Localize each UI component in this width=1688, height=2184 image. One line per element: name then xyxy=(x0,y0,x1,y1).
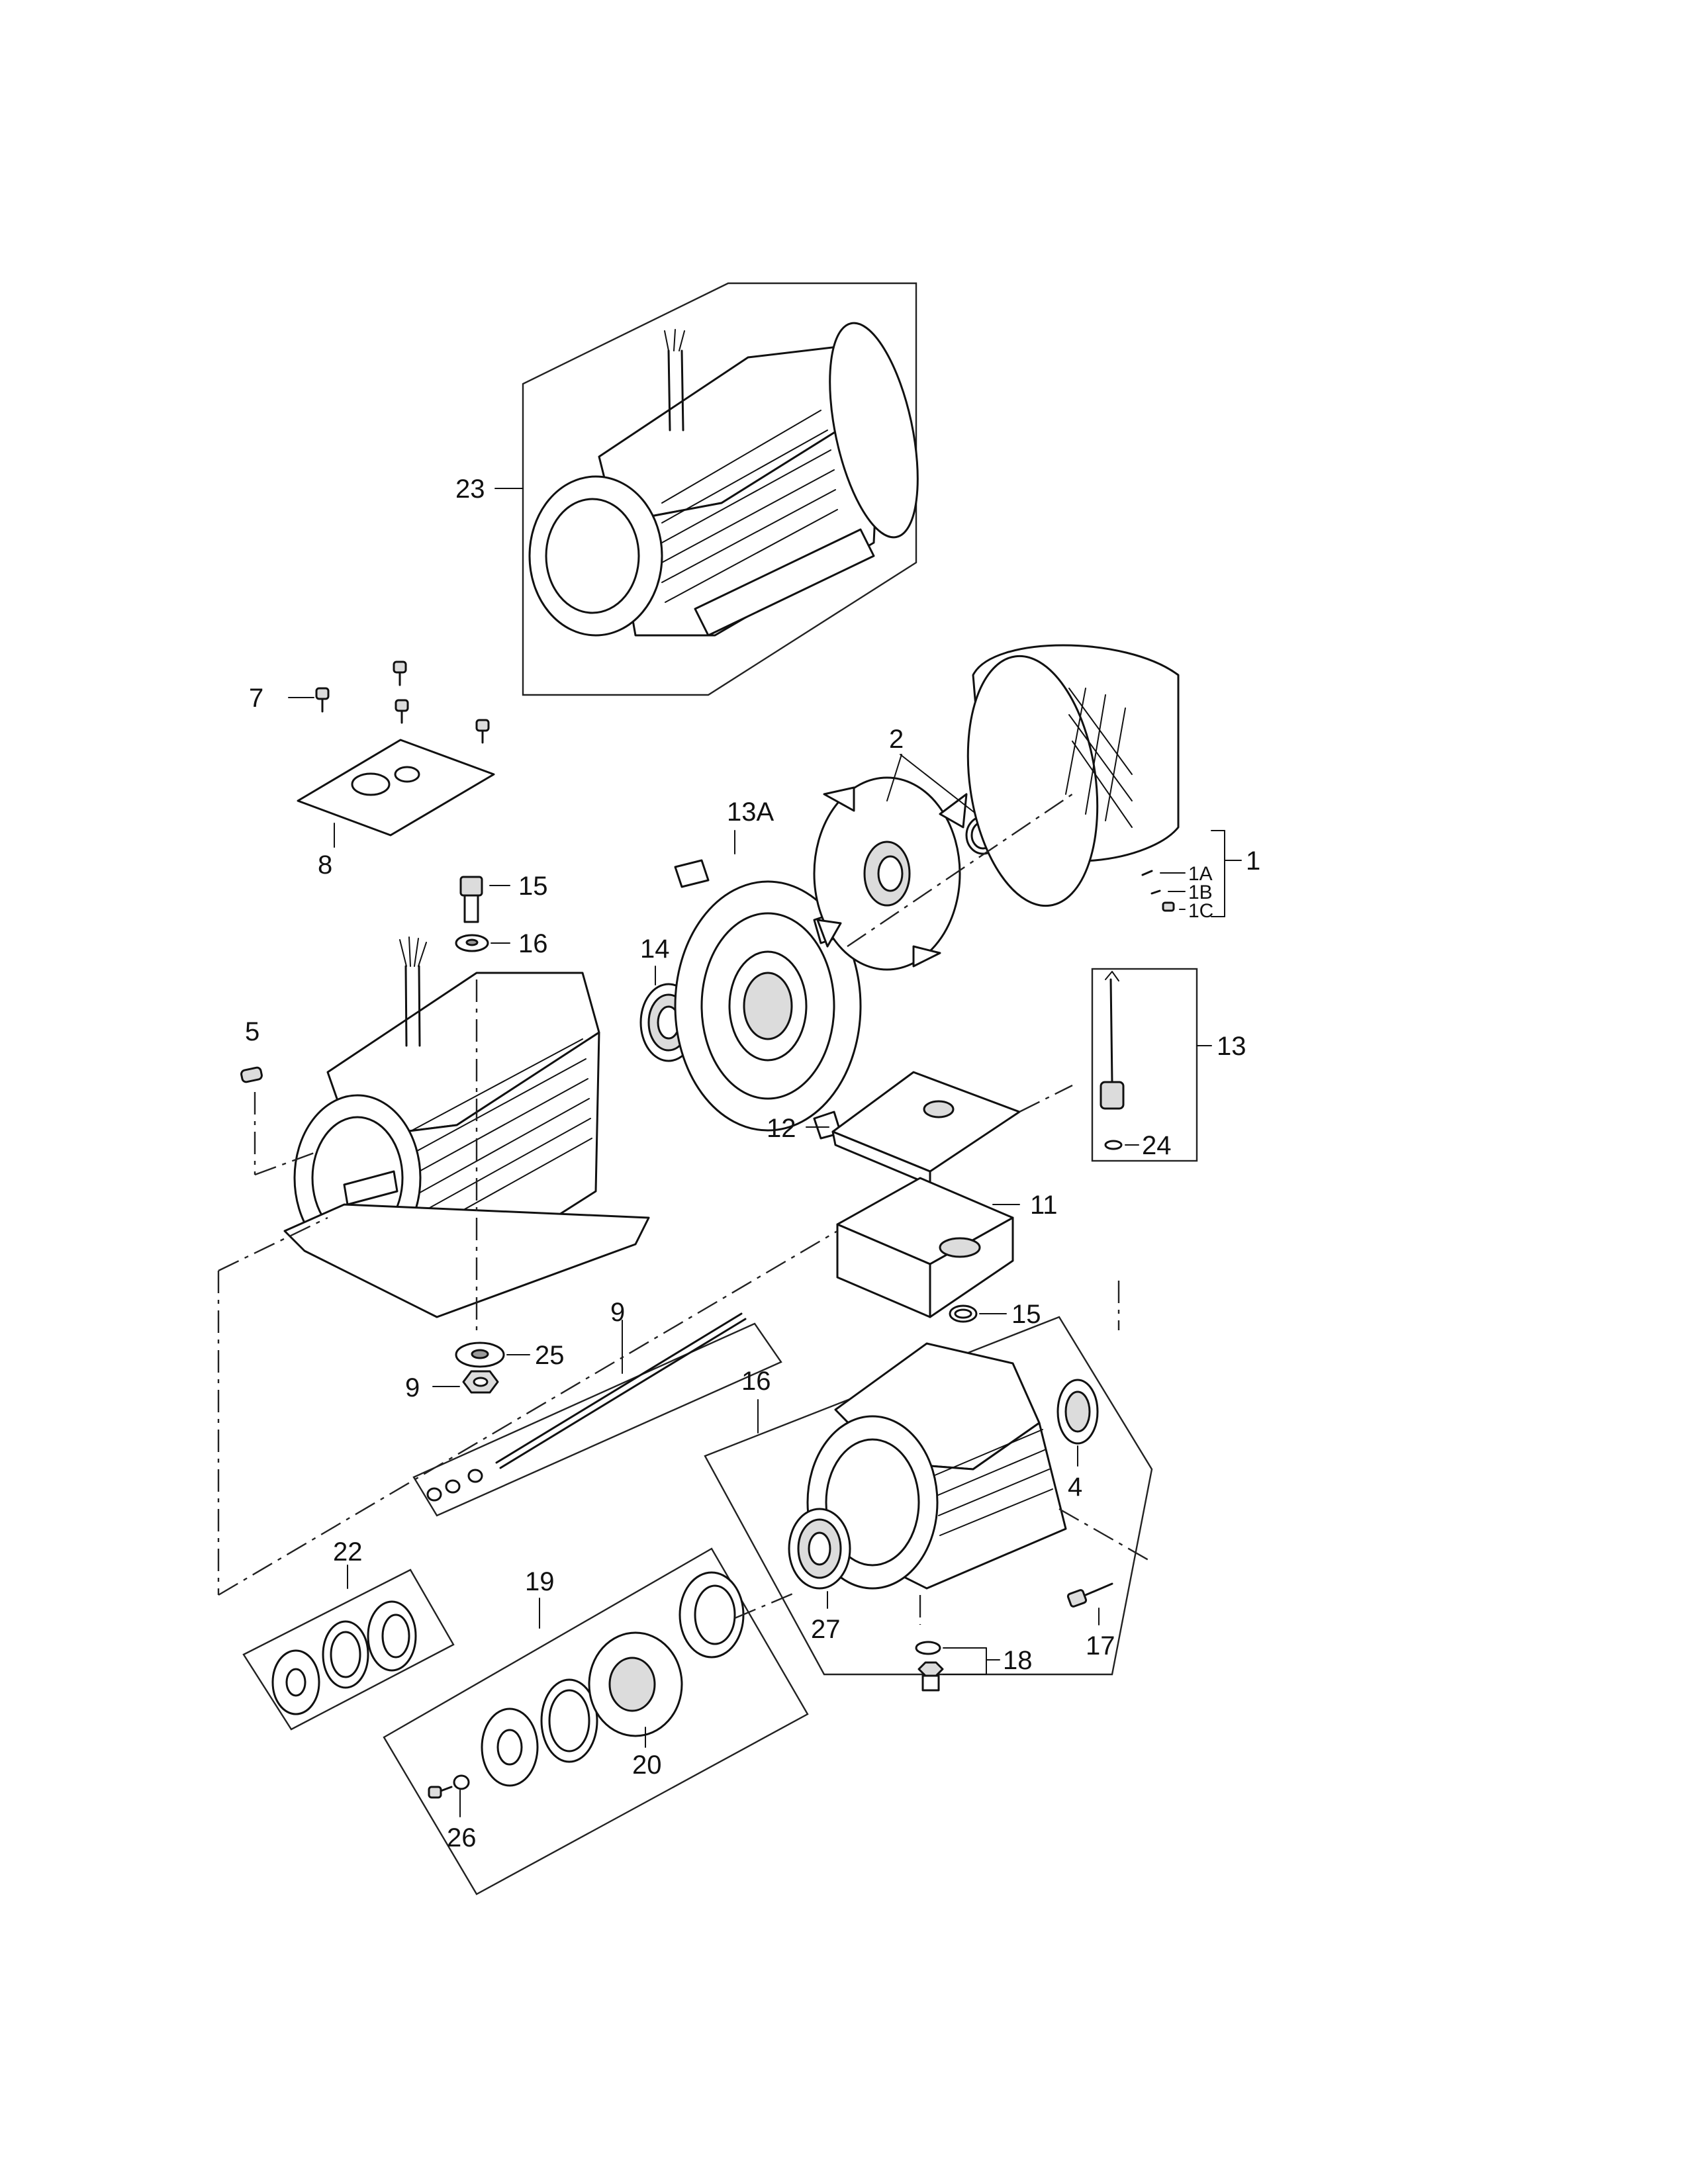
part-9-nut: 10 xyxy=(432,1370,499,1394)
label-1: 1 xyxy=(1246,846,1260,876)
label-1c: 1C xyxy=(1188,900,1213,922)
part-3-end-shield: 13A xyxy=(674,797,862,1140)
label-22: 22 xyxy=(333,1537,363,1567)
part-labels: 9 11 14 13A 15 14 13A 14 13A 14 13A 14 1… xyxy=(333,1191,1115,1852)
label-7: 15 xyxy=(518,872,548,901)
part-19-seal-kit xyxy=(383,1547,809,1895)
part-16-pump-housing xyxy=(704,1316,1153,1676)
part-14-terminal-box: 13 13A xyxy=(836,1177,1020,1318)
part-17-screw xyxy=(1066,1582,1113,1625)
part-6-seal xyxy=(1056,1379,1099,1467)
assembly-axes xyxy=(217,794,1152,1619)
label-19: 19 xyxy=(525,1567,555,1596)
part-26-screw xyxy=(428,1774,470,1817)
part-7-bolt: 15 xyxy=(459,872,548,923)
label-11: 8 xyxy=(318,850,332,880)
label-27: 27 xyxy=(811,1615,841,1644)
label-13: 12 xyxy=(767,1114,796,1143)
label-14-num: 11 xyxy=(1030,1191,1058,1220)
label-25: 24 xyxy=(1142,1131,1172,1160)
label-2: 2 xyxy=(889,725,904,754)
part-15-oring xyxy=(949,1304,1007,1323)
label-16: 16 xyxy=(741,1367,771,1396)
label-18: 18 xyxy=(1003,1646,1033,1675)
label-4: 14 xyxy=(640,934,670,964)
label-13a-text: 13 xyxy=(1217,1032,1246,1061)
label-part-9: 9 xyxy=(405,1373,420,1402)
label-17: 17 xyxy=(1086,1631,1115,1661)
label-part-fifteen: 15 xyxy=(1011,1300,1041,1329)
label-23: 23 xyxy=(455,475,485,504)
label-1b: 1B xyxy=(1188,882,1213,903)
label-24: 25 xyxy=(535,1341,565,1370)
part-11-gasket: 8 xyxy=(297,739,495,880)
part-13a-box: 13A 13 24 xyxy=(1091,968,1246,1162)
part-2-fan: 2 xyxy=(813,725,1001,971)
label-5: 5 xyxy=(245,1017,259,1046)
part-13-terminal-cover: 12 xyxy=(767,1071,1073,1186)
label-20: 20 xyxy=(632,1751,662,1780)
part-27-bearing xyxy=(788,1508,851,1609)
part-12-tie-rod xyxy=(412,1312,782,1517)
label-12: 9 xyxy=(610,1298,625,1327)
part-22-seal-kit xyxy=(242,1565,455,1731)
part-24-washer xyxy=(455,979,530,1368)
label-3: 13A xyxy=(727,797,774,827)
label-6: 4 xyxy=(1068,1473,1082,1502)
part-1abc-small-fasteners: 1A 1B 1C xyxy=(1141,863,1213,922)
part-18-plug xyxy=(915,1641,1000,1692)
part-8-washer: 16 xyxy=(455,929,548,958)
label-10: 7 xyxy=(249,684,263,713)
stator-housing xyxy=(283,936,650,1318)
label-1a: 1A xyxy=(1188,863,1213,885)
part-23-motor-assembly: 23 xyxy=(455,282,919,696)
label-8: 16 xyxy=(518,929,548,958)
part-10-screws: 7 xyxy=(249,660,490,744)
part-1-fan-cover: 1 xyxy=(966,644,1260,917)
label-26: 26 xyxy=(447,1823,477,1852)
part-5-key: 5 xyxy=(240,1017,318,1176)
